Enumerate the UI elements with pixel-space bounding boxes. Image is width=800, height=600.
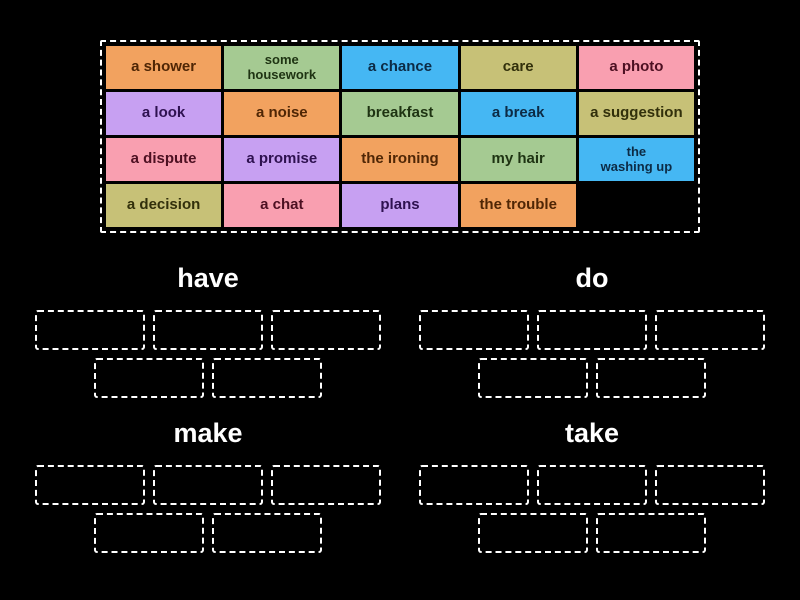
drop-slot[interactable] [271, 465, 381, 505]
drop-slot[interactable] [153, 465, 263, 505]
drop-slot[interactable] [271, 310, 381, 350]
category-title-do: do [575, 263, 609, 293]
drop-slot[interactable] [537, 310, 647, 350]
slot-row [419, 513, 765, 553]
word-tile[interactable]: a shower [106, 46, 222, 89]
drop-slot[interactable] [419, 310, 529, 350]
slot-row [35, 310, 381, 350]
word-tile[interactable]: plans [342, 184, 458, 227]
category-title-make: make [173, 418, 243, 448]
drop-slot[interactable] [35, 465, 145, 505]
slot-row [35, 513, 381, 553]
word-tile[interactable]: a decision [106, 184, 222, 227]
drop-slot[interactable] [94, 358, 204, 398]
word-tile[interactable]: my hair [460, 138, 576, 181]
word-tile[interactable]: a noise [224, 92, 340, 135]
word-tile-pool: a shower some housework a chance care a … [100, 40, 700, 233]
drop-slot[interactable] [596, 358, 706, 398]
slot-row [35, 358, 381, 398]
word-tile[interactable]: the washing up [578, 138, 694, 181]
drop-slot[interactable] [419, 465, 529, 505]
slot-row [35, 465, 381, 505]
word-tile[interactable]: some housework [224, 46, 340, 89]
word-tile[interactable]: a break [460, 92, 576, 135]
category-title-take: take [564, 418, 620, 448]
word-tile[interactable]: a chance [342, 46, 458, 89]
category-group-have: have [35, 262, 381, 398]
word-tile[interactable]: a suggestion [578, 92, 694, 135]
slot-row [419, 358, 765, 398]
slot-row [419, 310, 765, 350]
word-tile[interactable]: a dispute [106, 138, 222, 181]
word-tile[interactable]: care [460, 46, 576, 89]
category-group-do: do [419, 262, 765, 398]
drop-slot[interactable] [35, 310, 145, 350]
drop-slot[interactable] [537, 465, 647, 505]
drop-slot[interactable] [94, 513, 204, 553]
drop-slot[interactable] [478, 513, 588, 553]
category-group-make: make [35, 417, 381, 553]
word-tile[interactable]: a promise [224, 138, 340, 181]
word-tile[interactable]: a photo [578, 46, 694, 89]
drop-slot[interactable] [212, 513, 322, 553]
drop-slot[interactable] [655, 465, 765, 505]
drop-slot[interactable] [478, 358, 588, 398]
drop-slot[interactable] [153, 310, 263, 350]
word-tile[interactable]: a chat [224, 184, 340, 227]
slot-row [419, 465, 765, 505]
category-group-take: take [419, 417, 765, 553]
word-tile[interactable]: breakfast [342, 92, 458, 135]
drop-slot[interactable] [212, 358, 322, 398]
drop-slot[interactable] [655, 310, 765, 350]
word-tile[interactable]: a look [106, 92, 222, 135]
word-tile[interactable]: the ironing [342, 138, 458, 181]
drop-slot[interactable] [596, 513, 706, 553]
category-title-have: have [177, 263, 239, 293]
word-tile[interactable]: the trouble [460, 184, 576, 227]
